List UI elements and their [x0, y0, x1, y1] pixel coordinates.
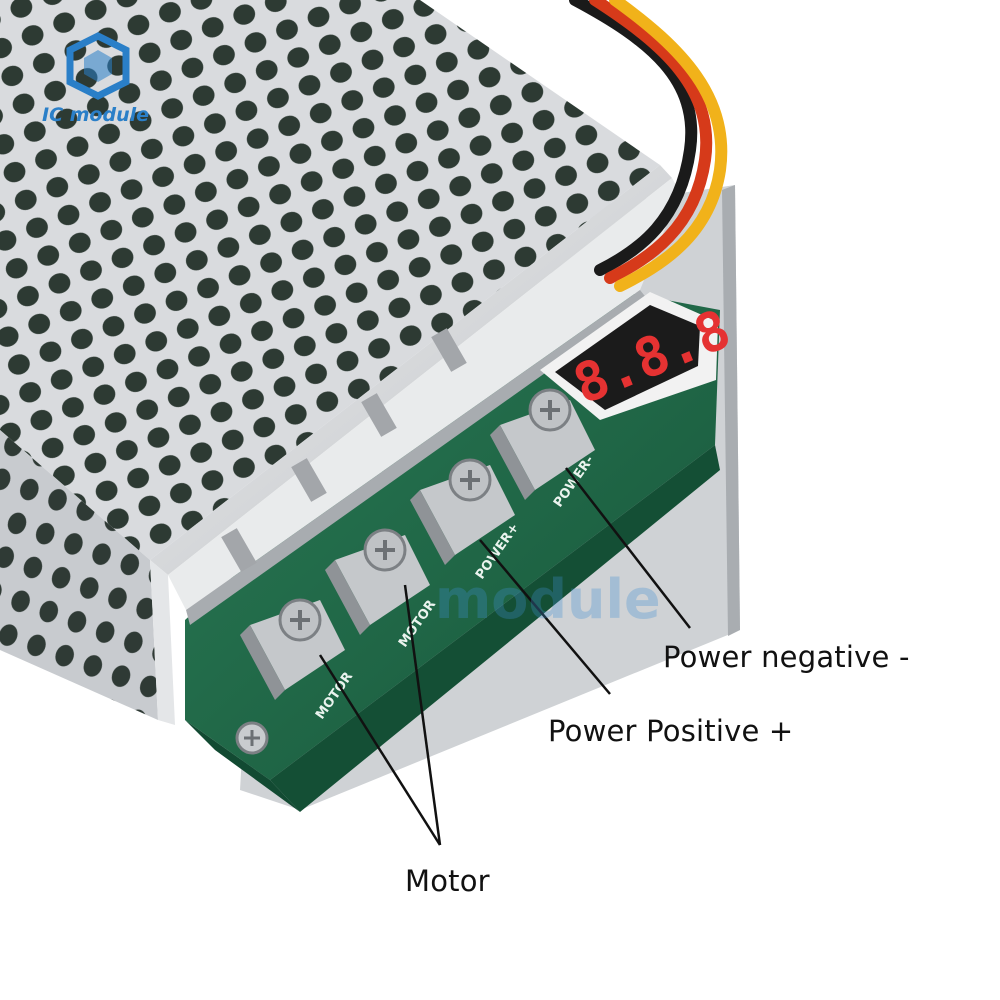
brand-logo: IC module [38, 30, 178, 130]
label-power-positive: Power Positive + [548, 714, 794, 748]
watermark: module [435, 568, 661, 631]
callout-line-power-positive [479, 539, 611, 695]
pcb-components [221, 328, 467, 572]
terminal-power-positive [410, 458, 515, 565]
callout-line-motor-2 [403, 584, 442, 846]
label-power-negative: Power negative - [663, 640, 910, 674]
wire-bundle [569, 0, 728, 292]
mounting-screw [235, 721, 269, 755]
hexagon-logo-icon [66, 32, 130, 100]
logo-text: IC module [42, 104, 150, 126]
terminal-motor-2 [325, 528, 430, 635]
perforated-cover-side [0, 430, 175, 725]
callout-line-power-negative [565, 467, 691, 629]
callout-line-motor-1 [318, 654, 442, 846]
perforated-cover-top [0, 0, 672, 575]
terminal-motor-1 [240, 598, 345, 700]
cover-front-lip [168, 178, 680, 625]
label-motor: Motor [405, 864, 490, 898]
callout-lines [318, 467, 691, 846]
terminal-power-negative [490, 388, 595, 500]
